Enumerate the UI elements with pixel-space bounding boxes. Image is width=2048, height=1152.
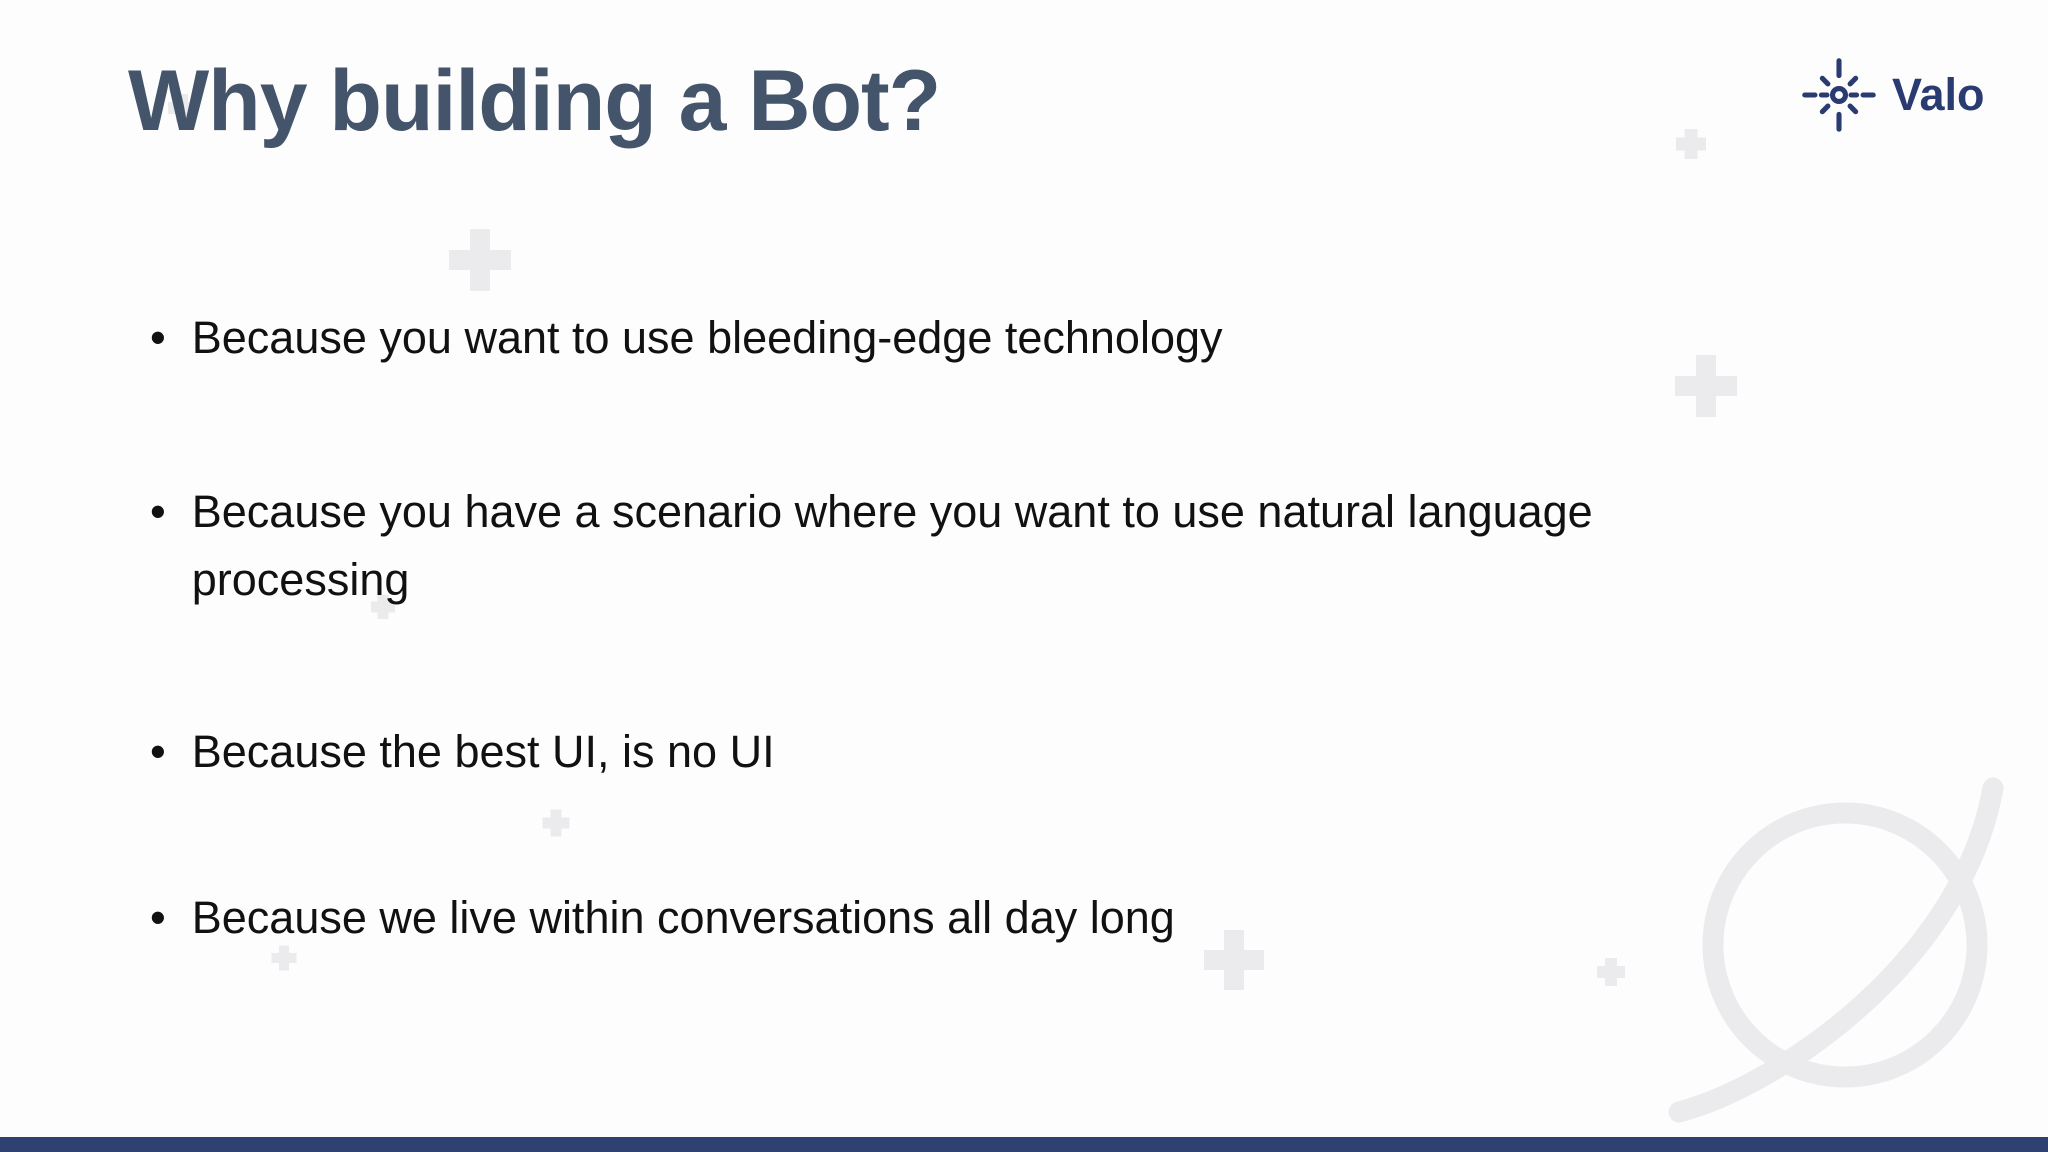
bullet-text: Because you want to use bleeding-edge te… [191,312,1223,363]
valo-logo: Valo [1802,56,1985,134]
plus-icon [1204,930,1264,990]
bullet-item: • Because the best UI, is no UI [150,718,1850,786]
starburst-icon [1802,58,1876,132]
logo-wordmark: Valo [1892,69,1985,120]
bullet-marker: • [150,892,166,943]
plus-icon [1675,355,1737,417]
starburst-center-ring [1829,85,1849,105]
slide-title: Why building a Bot? [128,53,941,149]
planet-illustration [1668,777,2004,1123]
bullet-item: • Because you want to use bleeding-edge … [150,304,1850,372]
bullet-marker: • [150,486,166,537]
footer-accent-bar [0,1137,2048,1152]
plus-icon [1676,129,1706,159]
plus-icon [371,595,395,619]
bullet-marker: • [150,312,166,363]
bullet-item: • Because we live within conversations a… [150,884,1850,952]
bullet-marker: • [150,726,166,777]
plus-icon [542,809,570,837]
bullet-text: Because you have a scenario where you wa… [191,486,1593,605]
plus-icon [449,229,511,291]
plus-icon [271,945,297,971]
planet-ring [1668,777,2004,1123]
planet-circle [1702,802,1988,1088]
plus-icon [1597,958,1625,986]
plus-decorations [168,94,1737,990]
bullet-item: • Because you have a scenario where you … [150,478,1850,614]
bullet-text: Because the best UI, is no UI [191,726,775,777]
bullet-text: Because we live within conversations all… [191,892,1175,943]
plus-icon [168,94,196,122]
